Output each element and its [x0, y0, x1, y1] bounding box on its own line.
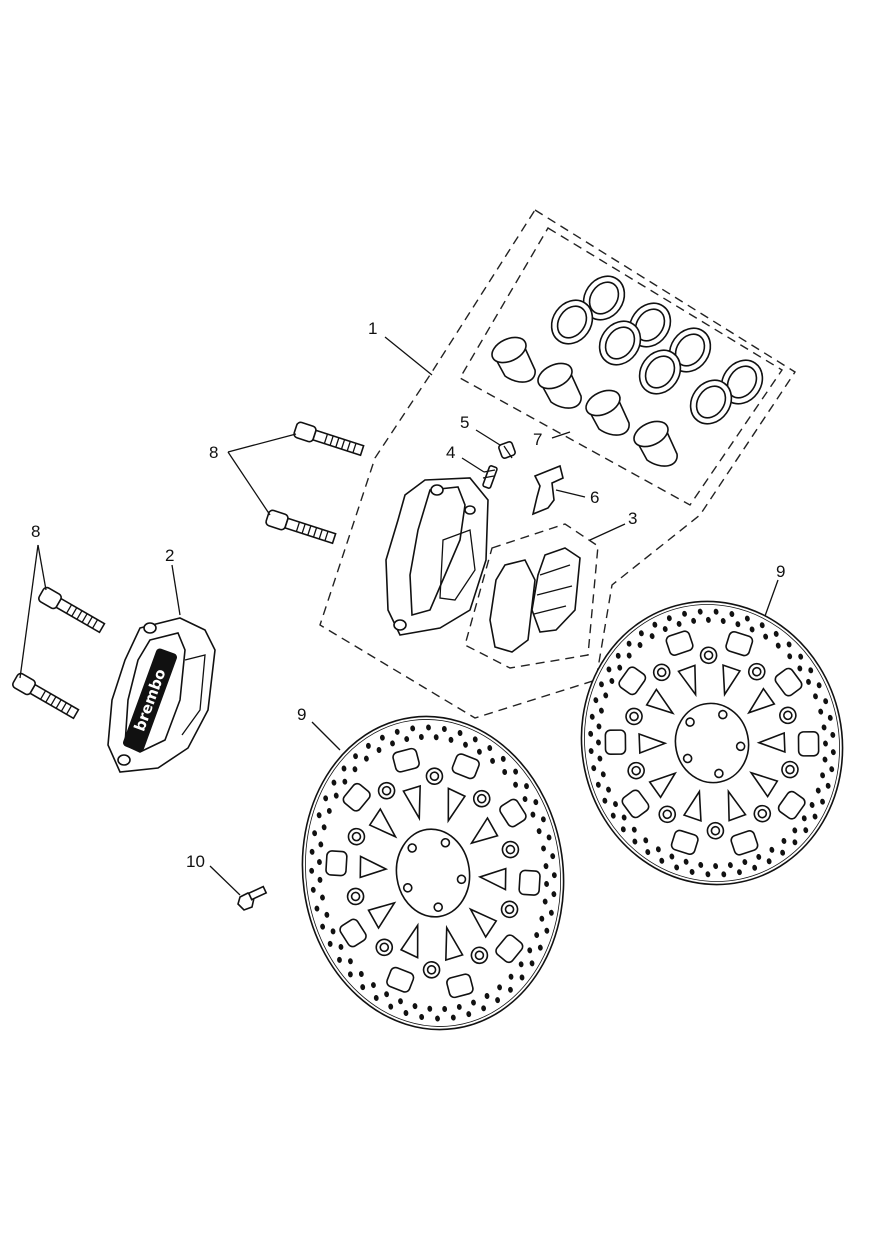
brembo-caliper: brembo	[107, 617, 216, 773]
piston-seal	[550, 299, 594, 345]
piston	[585, 389, 630, 436]
piston-seal	[689, 379, 733, 425]
piston	[633, 420, 678, 467]
callout-5: 5	[460, 413, 469, 432]
disc-screw	[237, 885, 268, 911]
brake-disc-left	[301, 715, 565, 1031]
pistons-group	[491, 336, 678, 467]
bleed-nipple	[498, 441, 516, 459]
piston	[491, 336, 536, 383]
callout-9-right: 9	[776, 562, 785, 581]
piston-seals-group	[550, 275, 764, 425]
caliper-bolts	[12, 421, 365, 720]
fitting-screw	[482, 465, 498, 489]
piston-seal	[598, 320, 642, 366]
callout-labels: 1 2 3 4 5 6 7 8 8 9 9 10	[31, 319, 785, 871]
piston	[537, 362, 582, 409]
callout-6: 6	[590, 488, 599, 507]
kit-caliper-body	[385, 477, 489, 636]
callout-2: 2	[165, 546, 174, 565]
piston-seal	[668, 327, 712, 373]
callout-7: 7	[533, 430, 542, 449]
callout-1: 1	[368, 319, 377, 338]
piston-seal	[638, 349, 682, 395]
piston-seal	[720, 359, 764, 405]
callout-9-left: 9	[297, 705, 306, 724]
callout-3: 3	[628, 509, 637, 528]
pad-spring	[531, 464, 564, 516]
callout-8-upper: 8	[209, 443, 218, 462]
brake-disc-right	[580, 600, 844, 886]
leader-lines	[19, 336, 779, 896]
brake-pads	[489, 547, 581, 653]
callout-4: 4	[446, 443, 455, 462]
callout-8-left: 8	[31, 522, 40, 541]
callout-10: 10	[186, 852, 205, 871]
caliper-kit-outline	[319, 209, 796, 719]
